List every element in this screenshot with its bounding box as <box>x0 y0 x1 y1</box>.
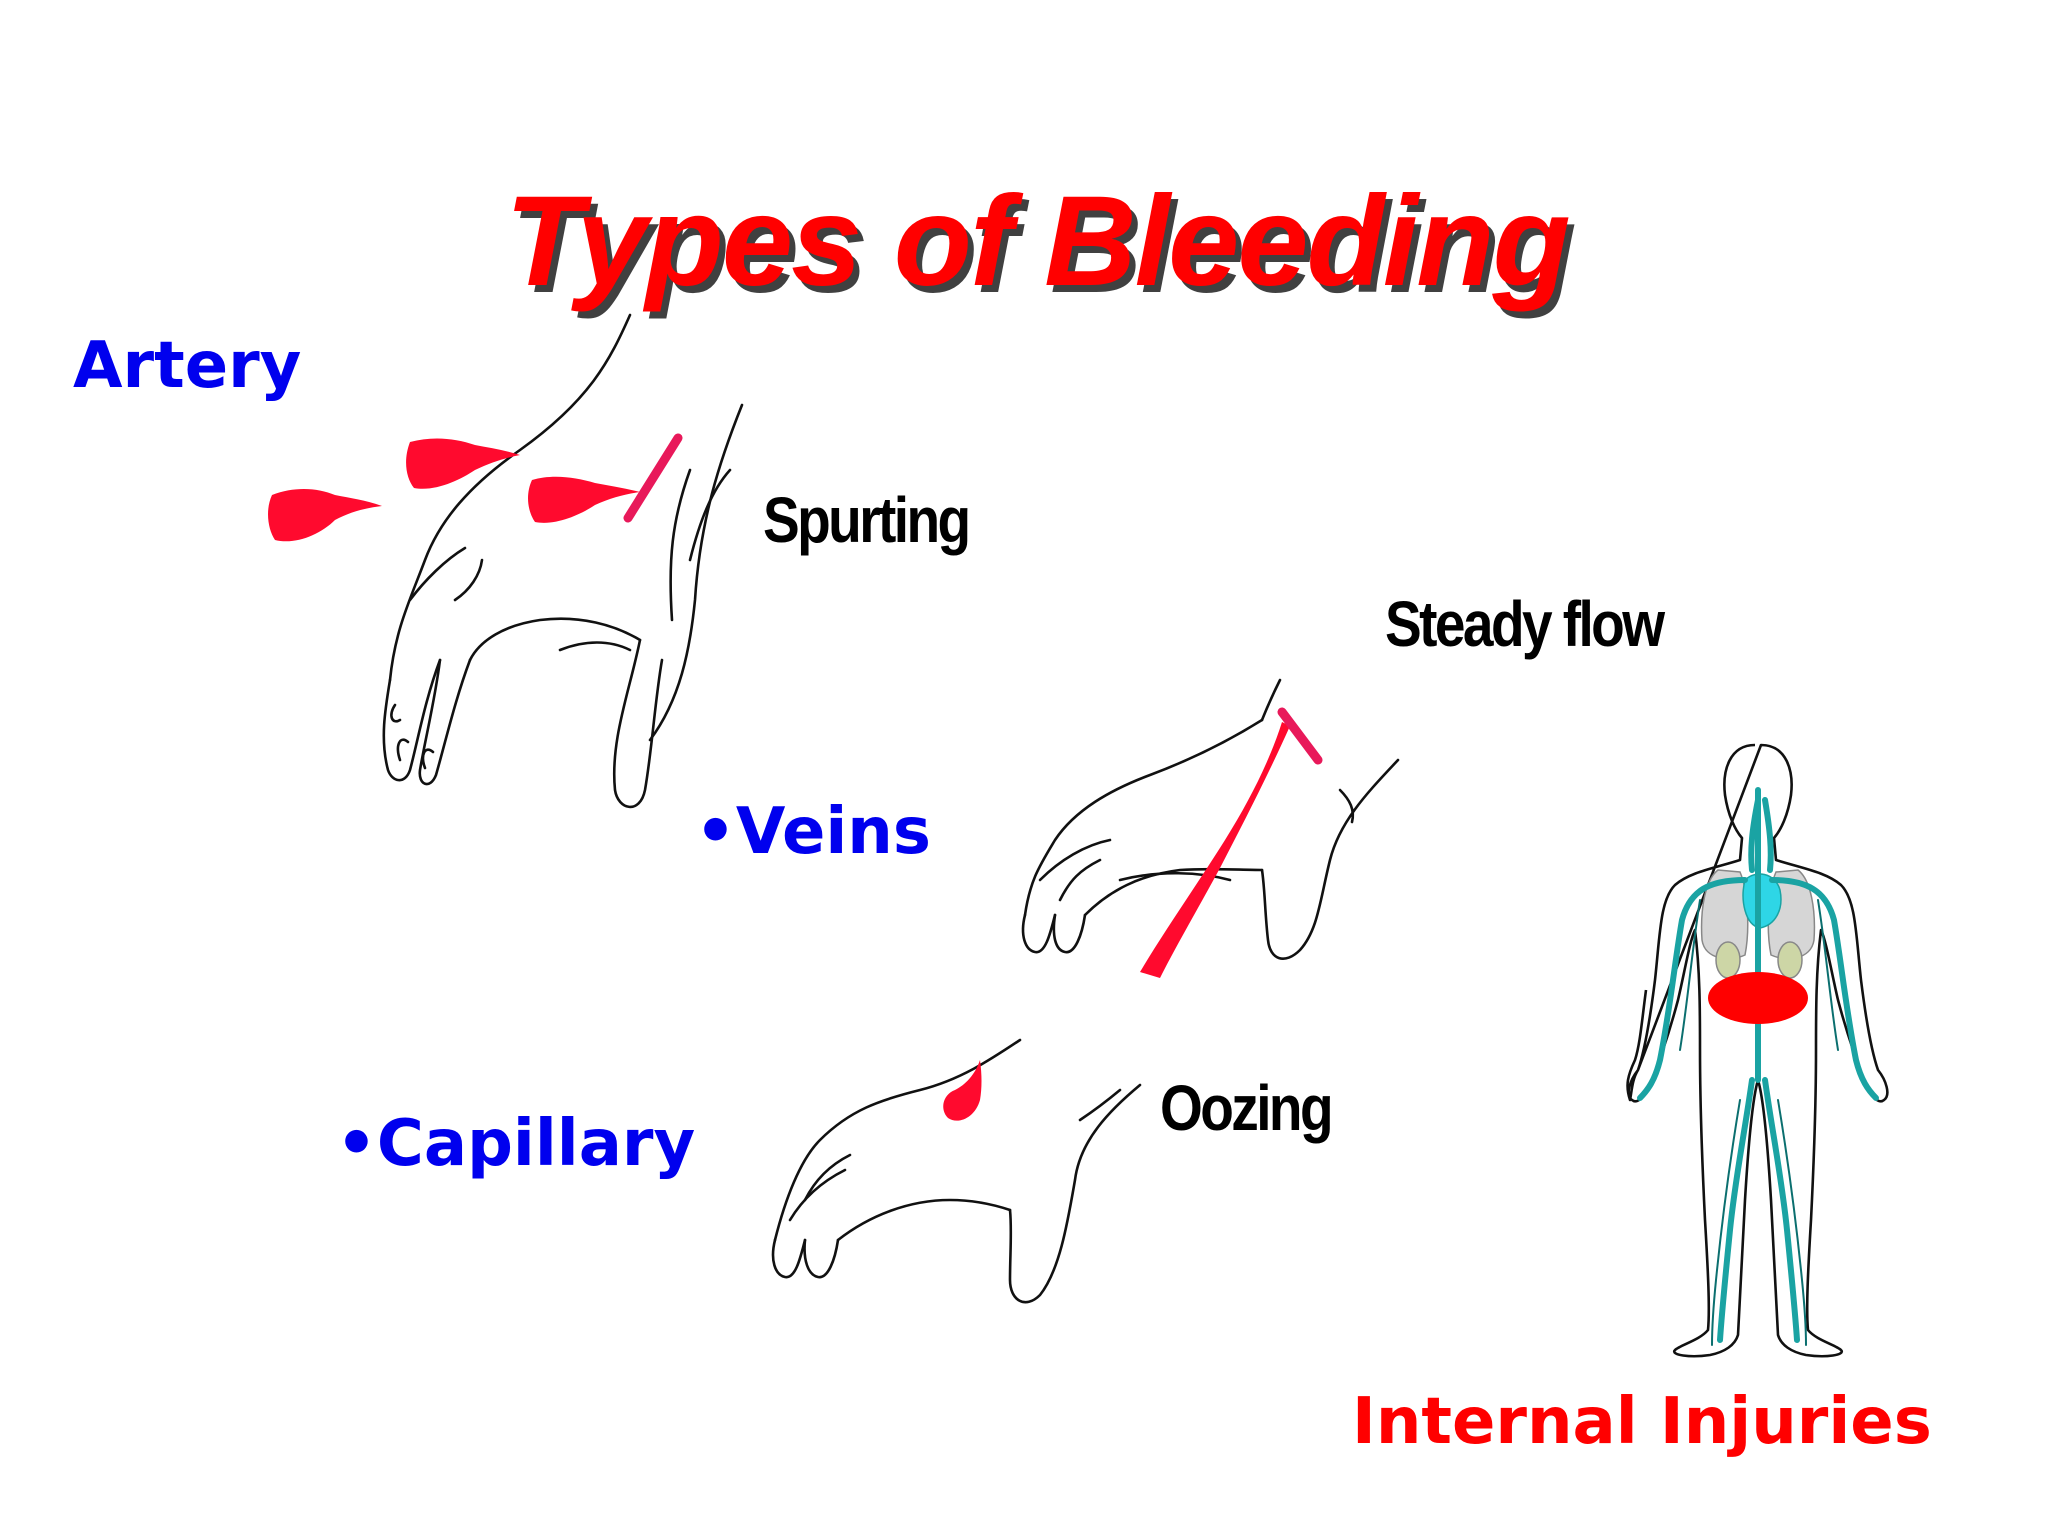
artery-wound-mark <box>623 433 683 523</box>
blood-spurt-icon <box>528 476 640 523</box>
capillary-label: •Capillary <box>336 1107 696 1181</box>
artery-hand-icon <box>382 313 744 809</box>
human-body-icon <box>1626 743 1889 1358</box>
vein-wound-mark <box>1277 707 1323 765</box>
internal-injuries-label: Internal Injuries <box>1352 1385 1932 1459</box>
artery-label: Artery <box>73 329 302 403</box>
page-title: Types of Bleeding <box>505 170 1571 313</box>
internal-bleed-mark <box>1708 972 1808 1024</box>
capillary-hand-icon <box>771 1038 1142 1304</box>
veins-label: •Veins <box>695 795 931 869</box>
artery-spurts <box>268 438 640 542</box>
vein-hand-icon <box>1021 678 1400 960</box>
blood-stream-icon <box>1140 722 1290 978</box>
spurting-label: Spurting <box>763 484 971 556</box>
blood-spurt-icon <box>406 438 520 489</box>
blood-drop-icon <box>943 1060 982 1121</box>
blood-spurt-icon <box>268 488 382 542</box>
oozing-label: Oozing <box>1160 1072 1334 1144</box>
steady-flow-label: Steady flow <box>1385 588 1665 660</box>
